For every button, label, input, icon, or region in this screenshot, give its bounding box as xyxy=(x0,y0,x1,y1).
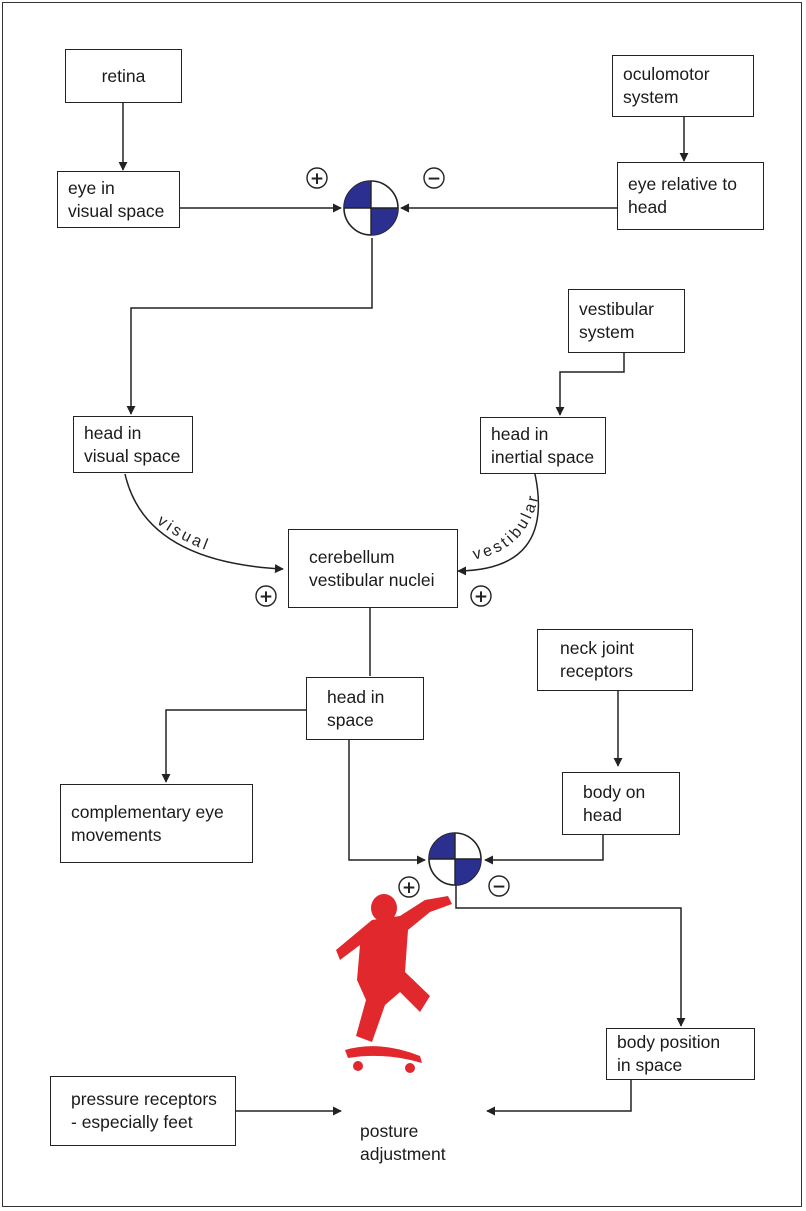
skateboarder-icon xyxy=(336,894,452,1073)
plus-sign-icon xyxy=(255,585,277,607)
retina-box: retina xyxy=(65,49,182,103)
plus-sign-icon xyxy=(398,876,420,898)
arrow-body-head-to-comparator xyxy=(484,835,604,865)
comparator-top xyxy=(343,180,399,236)
arrow-vestibular-to-head-inertial xyxy=(555,353,625,416)
plus-sign-text: + xyxy=(259,587,273,607)
arrow-head-space-to-comparator xyxy=(348,740,426,865)
plus-sign-icon xyxy=(306,167,328,189)
plus-sign-icon xyxy=(470,585,492,607)
arrow-comparator-to-head-visual xyxy=(126,238,373,415)
pressure-receptors-box: pressure receptors- especially feet xyxy=(50,1076,236,1146)
arrow-visual-to-cerebellum xyxy=(124,473,284,574)
minus-sign-text: − xyxy=(427,169,441,189)
minus-sign-icon xyxy=(488,875,510,897)
vestibular-curve-label: vestibular xyxy=(471,491,543,563)
plus-sign-text: + xyxy=(310,169,324,189)
arrow-head-space-to-complementary xyxy=(161,709,306,783)
arrow-comparator-to-body-position xyxy=(455,884,686,1027)
minus-sign-text: − xyxy=(492,877,506,897)
comparator-bottom xyxy=(428,832,482,886)
plus-sign-text: + xyxy=(402,878,416,898)
arrow-body-position-to-posture xyxy=(486,1078,632,1116)
arrow-vestibular-to-cerebellum xyxy=(457,473,540,576)
minus-sign-icon xyxy=(423,167,445,189)
plus-sign-text: + xyxy=(474,587,488,607)
